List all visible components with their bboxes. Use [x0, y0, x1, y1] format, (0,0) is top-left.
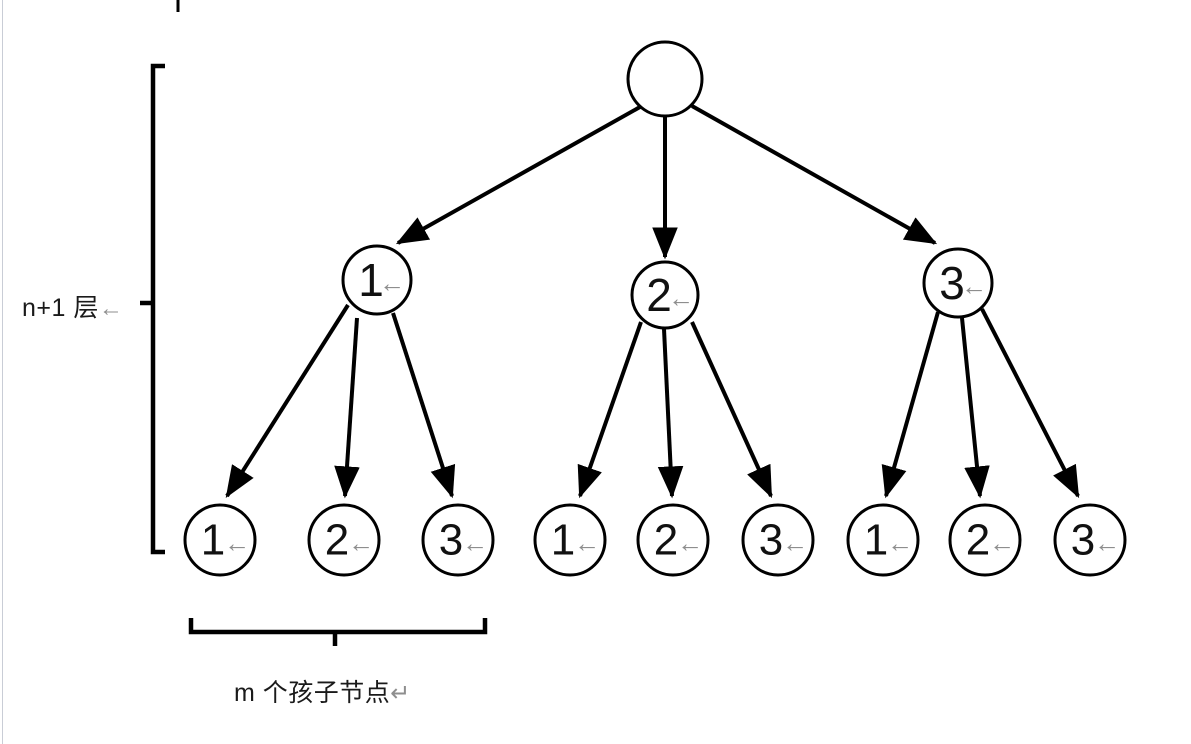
node-level2-3-return-icon: ←: [961, 271, 987, 301]
node-leaf-2-2[interactable]: 2 ←: [636, 503, 710, 577]
node-leaf-2-1[interactable]: 1 ←: [533, 503, 607, 577]
node-leaf-2-1-label: 1: [551, 516, 575, 565]
node-leaf-3-3-return-icon: ←: [1094, 528, 1120, 558]
node-leaf-1-3-label: 3: [439, 516, 463, 565]
node-leaf-2-3-return-icon: ←: [782, 528, 808, 558]
node-leaf-2-2-return-icon: ←: [677, 528, 703, 558]
node-level2-2[interactable]: 2 ←: [630, 260, 700, 330]
node-level2-1[interactable]: 1 ←: [341, 244, 413, 316]
children-count-label-text: m 个孩子节点: [234, 679, 391, 707]
children-brace: [188, 618, 488, 646]
node-leaf-1-2[interactable]: 2 ←: [307, 503, 381, 577]
node-leaf-1-1-label: 1: [201, 516, 225, 565]
edge-n1-to-leaf1: [225, 303, 350, 499]
node-level2-3[interactable]: 3 ←: [922, 247, 994, 319]
page-border-left: [2, 0, 3, 744]
edges-n2-to-leaves: [577, 321, 773, 499]
node-leaf-3-3-label: 3: [1071, 516, 1095, 565]
edges-n3-to-leaves: [881, 308, 1080, 499]
node-level2-2-label: 2: [646, 269, 672, 321]
node-level2-1-return-icon: ←: [379, 268, 405, 298]
level-label-return-icon: ←: [98, 295, 124, 322]
level-label: n+1 层←: [22, 288, 123, 324]
node-leaf-2-3[interactable]: 3 ←: [741, 503, 815, 577]
node-leaf-3-2-return-icon: ←: [989, 528, 1015, 558]
edge-n2-to-leaf2: [657, 328, 684, 499]
edge-n2-to-leaf3: [690, 321, 773, 499]
node-leaf-1-1[interactable]: 1 ←: [183, 503, 257, 577]
node-leaf-2-3-label: 3: [759, 516, 783, 565]
edge-n2-to-leaf1: [577, 321, 643, 499]
node-leaf-3-3[interactable]: 3 ←: [1053, 503, 1127, 577]
edges-n1-to-leaves: [225, 303, 456, 499]
edge-root-to-n1: [395, 105, 641, 245]
node-leaf-1-2-return-icon: ←: [348, 528, 374, 558]
edge-n3-to-leaf2: [960, 317, 990, 499]
children-count-return-icon: ↵: [390, 680, 411, 707]
edge-n1-to-leaf2: [334, 317, 360, 499]
node-leaf-2-2-label: 2: [654, 516, 678, 565]
edge-n1-to-leaf3: [391, 312, 456, 499]
node-leaf-3-1[interactable]: 1 ←: [846, 503, 920, 577]
node-leaf-3-1-label: 1: [864, 516, 888, 565]
edge-n3-to-leaf3: [980, 308, 1080, 499]
node-level2-3-label: 3: [939, 257, 965, 309]
node-root[interactable]: [626, 40, 704, 118]
level-label-text: n+1 层: [22, 294, 99, 322]
node-level2-2-return-icon: ←: [668, 283, 694, 313]
node-leaf-2-1-return-icon: ←: [574, 528, 600, 558]
node-leaf-1-2-label: 2: [325, 516, 349, 565]
node-leaf-3-2[interactable]: 2 ←: [948, 503, 1022, 577]
edges-root-to-level2: [395, 104, 938, 260]
children-count-label: m 个孩子节点↵: [234, 673, 411, 709]
edge-root-to-n3: [691, 104, 938, 245]
node-leaf-3-2-label: 2: [966, 516, 990, 565]
node-leaf-1-3-return-icon: ←: [462, 528, 488, 558]
node-leaf-3-1-return-icon: ←: [887, 528, 913, 558]
level-bracket: [140, 63, 165, 555]
node-level2-1-label: 1: [358, 254, 384, 306]
node-leaf-1-1-return-icon: ←: [224, 528, 250, 558]
edge-n3-to-leaf1: [881, 311, 940, 499]
node-leaf-1-3[interactable]: 3 ←: [421, 503, 495, 577]
